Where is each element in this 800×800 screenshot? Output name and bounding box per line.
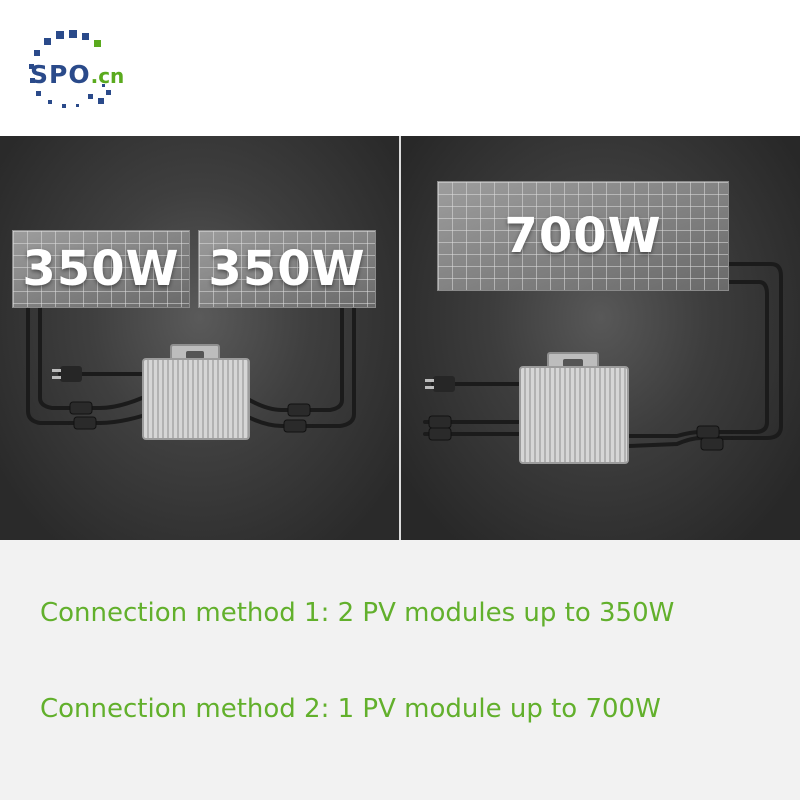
connection-method-1-photo: 350W 350W	[0, 136, 399, 540]
pv-module-right: 700W	[437, 181, 729, 291]
logo-text: SPO.cn	[30, 60, 124, 89]
logo-brand: SPO	[30, 60, 91, 89]
cables-left	[26, 304, 356, 433]
spo-logo-icon	[29, 30, 111, 108]
cables-right	[423, 262, 783, 451]
micro-inverter-left	[142, 358, 250, 440]
connection-method-2-photo: 700W	[401, 136, 800, 540]
caption-area: Connection method 1: 2 PV modules up to …	[0, 540, 800, 800]
pv-module-left-2-label: 350W	[208, 241, 366, 297]
pv-module-left-1-label: 350W	[22, 241, 180, 297]
caption-method-1: Connection method 1: 2 PV modules up to …	[40, 598, 675, 628]
caption-method-2: Connection method 2: 1 PV module up to 7…	[40, 694, 661, 724]
logo-suffix: .cn	[90, 64, 125, 88]
pv-module-right-label: 700W	[504, 208, 662, 264]
pv-module-left-1: 350W	[12, 230, 190, 308]
pv-module-left-2: 350W	[198, 230, 376, 308]
product-photo: 350W 350W	[0, 136, 800, 540]
photo-divider	[399, 136, 401, 540]
header: SPO.cn	[0, 0, 800, 136]
micro-inverter-right	[519, 366, 629, 464]
